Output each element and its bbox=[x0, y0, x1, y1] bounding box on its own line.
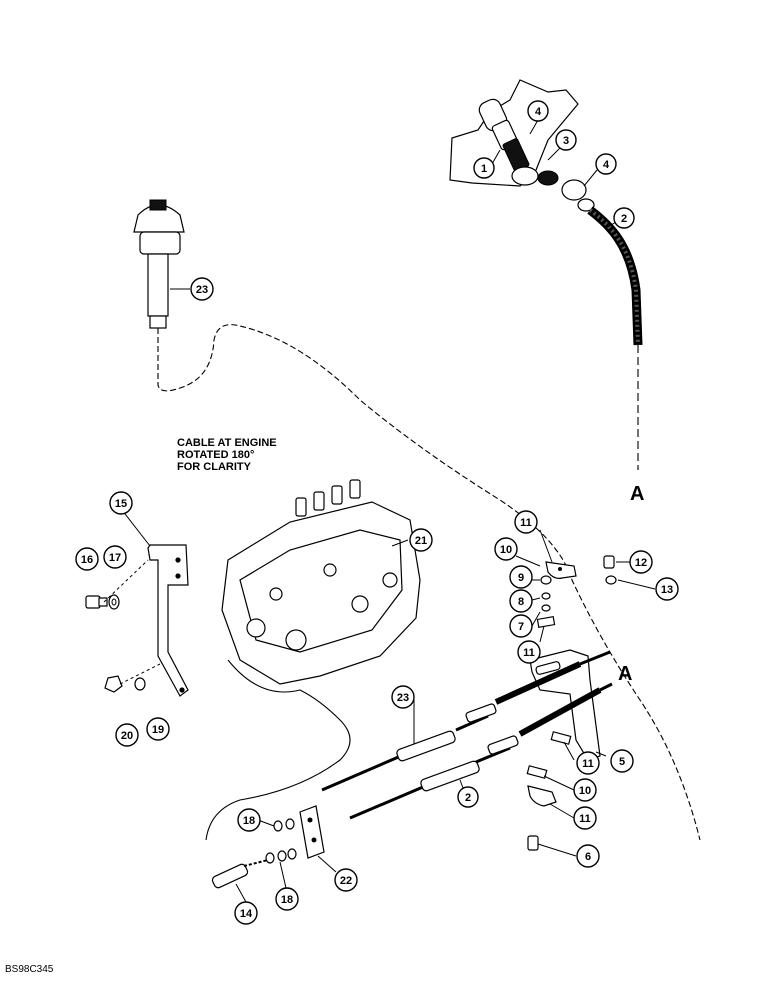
callout-2-upper: 2 bbox=[613, 207, 635, 229]
callout-label: 4 bbox=[603, 159, 610, 171]
callout-label: 9 bbox=[518, 572, 524, 584]
washers-18-upper bbox=[273, 818, 295, 832]
nut-20 bbox=[104, 675, 123, 693]
callout-label: 6 bbox=[585, 851, 591, 863]
washer-19 bbox=[134, 677, 146, 691]
callout-21: 21 bbox=[409, 528, 433, 552]
injection-pump-21 bbox=[205, 479, 421, 841]
callout-1: 1 bbox=[473, 157, 495, 179]
callout-label: 5 bbox=[619, 756, 625, 768]
callout-6: 6 bbox=[576, 844, 600, 868]
callout-12: 12 bbox=[629, 550, 653, 574]
pin-14 bbox=[211, 859, 269, 889]
callout-label: 18 bbox=[281, 894, 293, 906]
washer-7 bbox=[541, 604, 551, 612]
nut-13 bbox=[605, 575, 617, 585]
throttle-knob-upper bbox=[478, 98, 595, 212]
plate-11-a bbox=[536, 615, 556, 629]
callout-4-upper: 4 bbox=[527, 100, 549, 122]
bolt-6 bbox=[527, 835, 539, 851]
callout-label: 11 bbox=[582, 758, 594, 770]
clip-11-upper bbox=[545, 561, 577, 579]
cable-upper-sheath bbox=[587, 206, 643, 470]
callout-9: 9 bbox=[509, 565, 533, 589]
plate-11-b bbox=[550, 731, 572, 745]
callout-label: 17 bbox=[109, 552, 121, 564]
callout-18-upper: 18 bbox=[237, 808, 261, 832]
callout-label: 20 bbox=[121, 730, 133, 742]
callout-label: 14 bbox=[240, 908, 253, 920]
note-line-2: ROTATED 180° bbox=[177, 449, 254, 461]
callout-label: 18 bbox=[243, 815, 255, 827]
callout-22: 22 bbox=[334, 868, 358, 892]
callout-11-lower-a: 11 bbox=[576, 751, 600, 775]
cable-2-lower bbox=[349, 682, 613, 820]
bolt-16 bbox=[85, 595, 108, 609]
callout-label: 12 bbox=[635, 557, 647, 569]
callout-label: 13 bbox=[661, 584, 673, 596]
cable-23-lower bbox=[321, 650, 611, 792]
callout-5: 5 bbox=[610, 749, 634, 773]
callout-label: 10 bbox=[500, 544, 512, 556]
callout-label: 23 bbox=[196, 284, 208, 296]
callout-17: 17 bbox=[103, 545, 127, 569]
callout-label: 11 bbox=[520, 517, 532, 529]
callout-label: 16 bbox=[81, 554, 93, 566]
callout-label: 2 bbox=[465, 792, 471, 804]
callout-label: 8 bbox=[518, 596, 524, 608]
callout-label: 1 bbox=[481, 163, 487, 175]
plate-10 bbox=[526, 765, 548, 779]
callout-16: 16 bbox=[75, 547, 99, 571]
callout-label: 11 bbox=[523, 647, 535, 659]
callout-11-mid: 11 bbox=[517, 640, 541, 664]
callout-11-top: 11 bbox=[514, 510, 538, 534]
callout-19: 19 bbox=[146, 717, 170, 741]
rotation-note: CABLE AT ENGINE ROTATED 180° FOR CLARITY bbox=[177, 437, 277, 473]
callout-label: 4 bbox=[535, 106, 542, 118]
bolt-12 bbox=[603, 555, 615, 569]
callout-4-lower: 4 bbox=[595, 153, 617, 175]
callout-8: 8 bbox=[509, 589, 533, 613]
washers-18-lower bbox=[265, 848, 297, 864]
callout-23-upper: 23 bbox=[190, 277, 214, 301]
callout-label: 23 bbox=[397, 692, 409, 704]
callout-18-lower: 18 bbox=[275, 887, 299, 911]
callout-label: 19 bbox=[152, 724, 164, 736]
lever-22 bbox=[299, 805, 325, 859]
callout-10-lower: 10 bbox=[573, 778, 597, 802]
callout-15: 15 bbox=[109, 491, 133, 515]
washer-8 bbox=[541, 592, 551, 600]
callout-label: 11 bbox=[579, 813, 591, 825]
clip-11-lower bbox=[527, 785, 557, 807]
washer-17 bbox=[108, 594, 120, 610]
callout-3: 3 bbox=[555, 129, 577, 151]
reference-code: BS98C345 bbox=[5, 964, 54, 975]
callout-10-top: 10 bbox=[494, 537, 518, 561]
callout-7: 7 bbox=[509, 614, 533, 638]
callout-label: 7 bbox=[518, 621, 524, 633]
callout-label: 21 bbox=[415, 535, 427, 547]
cable-end-label-upper: A bbox=[630, 483, 644, 505]
callout-23-lower: 23 bbox=[391, 685, 415, 709]
throttle-knob-23 bbox=[133, 199, 701, 841]
cable-end-label-lower: A bbox=[618, 663, 632, 685]
note-line-3: FOR CLARITY bbox=[177, 461, 252, 473]
bracket-15 bbox=[147, 544, 189, 697]
callout-label: 10 bbox=[579, 785, 591, 797]
callout-label: 15 bbox=[115, 498, 127, 510]
callout-20: 20 bbox=[115, 723, 139, 747]
callout-2-lower: 2 bbox=[457, 786, 479, 808]
callout-13: 13 bbox=[655, 577, 679, 601]
callout-11-lower-b: 11 bbox=[573, 806, 597, 830]
note-line-1: CABLE AT ENGINE bbox=[177, 437, 277, 449]
callout-label: 22 bbox=[340, 875, 352, 887]
callout-14: 14 bbox=[234, 901, 258, 925]
nut-9 bbox=[540, 575, 552, 585]
leader-lines bbox=[121, 119, 656, 903]
callout-label: 3 bbox=[563, 135, 569, 147]
callout-label: 2 bbox=[621, 213, 627, 225]
